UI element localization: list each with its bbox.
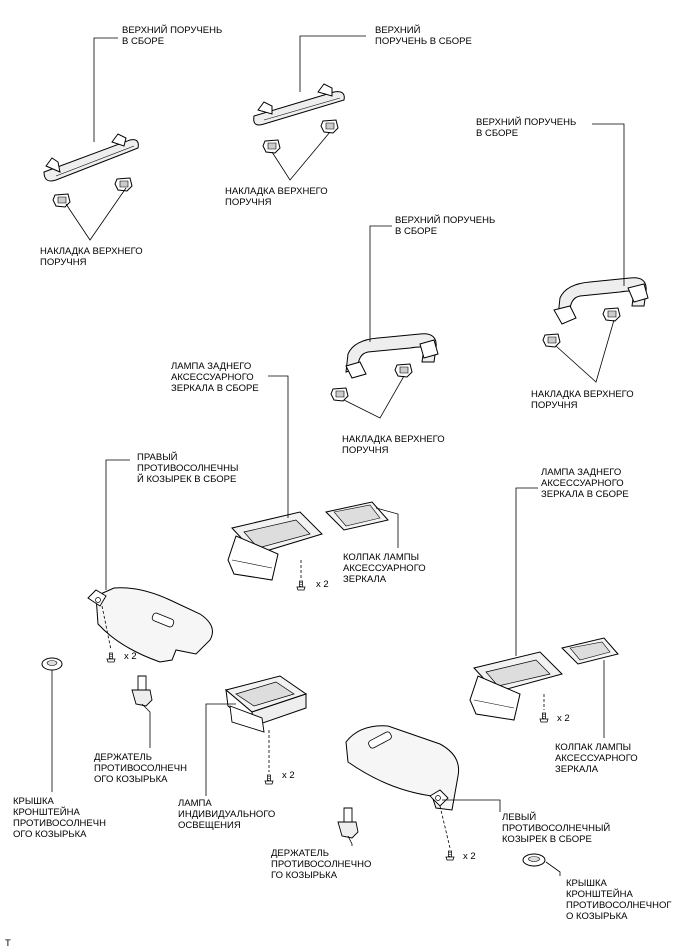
- sun-visor-right: [88, 588, 212, 662]
- label-bracket-cover-right: КРЫШКА КРОНШТЕЙНА ПРОТИВОСОЛНЕЧНОГ О КОЗ…: [566, 878, 672, 922]
- handle-cover-tl-1: [52, 193, 71, 208]
- grab-handle-top-center: [254, 84, 345, 125]
- label-personal-lamp: ЛАМПА ИНДИВИДУАЛЬНОГО ОСВЕЩЕНИЯ: [178, 798, 276, 831]
- grab-handle-top-left: [44, 134, 138, 181]
- label-visor-left: ЛЕВЫЙ ПРОТИВОСОЛНЕЧНЫЙ КОЗЫРЕК В СБОРЕ: [502, 812, 611, 845]
- handle-cover-r-1: [542, 333, 561, 348]
- leaders-mirror-c: [268, 375, 399, 578]
- label-mirror-lamp-c: ЛАМПА ЗАДНЕГО АКСЕССУАРНОГО ЗЕРКАЛА В СБ…: [171, 361, 259, 394]
- label-handle-r: ВЕРХНИЙ ПОРУЧЕНЬ В СБОРЕ: [476, 117, 577, 139]
- label-corner: T: [5, 938, 11, 949]
- leaders-visor-r: [51, 459, 151, 792]
- mirror-lamp-right: [470, 652, 562, 720]
- leaders-r: [555, 123, 625, 383]
- handle-cover-tc-2: [320, 119, 339, 134]
- label-holder-left: ДЕРЖАТЕЛЬ ПРОТИВОСОЛНЕЧН ОГО КОЗЫРЬКА: [94, 752, 187, 785]
- qty-screws-personal-lamp: x 2: [282, 770, 295, 781]
- qty-screws-visor-l: x 2: [463, 851, 476, 862]
- grab-handle-right: [554, 278, 648, 324]
- visor-holder-left-part: [132, 676, 152, 706]
- leaders-mirror-r: [515, 487, 605, 738]
- leaders-c: [343, 225, 405, 419]
- leaders-tc: [271, 35, 366, 181]
- label-handle-tc: ВЕРХНИЙ ПОРУЧЕНЬ В СБОРЕ: [375, 25, 472, 47]
- bracket-cover-left-part: [42, 658, 62, 670]
- label-lamp-cap-c: КОЛПАК ЛАМПЫ АКСЕССУАРНОГО ЗЕРКАЛА: [343, 552, 426, 585]
- screw-mirror-right: [539, 712, 549, 723]
- label-visor-right: ПРАВЫЙ ПРОТИВОСОЛНЕЧНЫ Й КОЗЫРЕК В СБОРЕ: [137, 452, 239, 485]
- label-cover-tl: НАКЛАДКА ВЕРХНЕГО ПОРУЧНЯ: [40, 246, 143, 268]
- sun-visor-left: [346, 726, 459, 810]
- qty-screws-visor-r: x 2: [124, 651, 137, 662]
- mirror-lamp-cap-right: [562, 638, 618, 664]
- label-bracket-cover-left: КРЫШКА КРОНШТЕЙНА ПРОТИВОСОЛНЕЧН ОГО КОЗ…: [13, 796, 106, 840]
- handle-cover-tc-1: [262, 139, 281, 154]
- screw-visor-left: [445, 850, 455, 861]
- leaders-visor-l: [347, 799, 561, 876]
- handle-cover-c-2: [394, 363, 413, 378]
- label-cover-c: НАКЛАДКА ВЕРХНЕГО ПОРУЧНЯ: [342, 434, 445, 456]
- handle-cover-r-2: [602, 307, 621, 322]
- mirror-lamp-cap-center: [326, 502, 388, 530]
- qty-screws-mirror-c: x 2: [316, 579, 329, 590]
- qty-screws-mirror-r: x 2: [557, 713, 570, 724]
- screw-mirror-center: [296, 580, 306, 591]
- visor-holder-bottom-part: [338, 808, 358, 838]
- mirror-lamp-center: [228, 512, 322, 580]
- label-cover-tc: НАКЛАДКА ВЕРХНЕГО ПОРУЧНЯ: [225, 186, 328, 208]
- screw-visor-right: [106, 652, 116, 663]
- label-cover-r: НАКЛАДКА ВЕРХНЕГО ПОРУЧНЯ: [531, 389, 634, 411]
- leaders-tl: [65, 37, 127, 241]
- bracket-cover-right-part: [523, 854, 545, 866]
- label-handle-c: ВЕРХНИЙ ПОРУЧЕНЬ В СБОРЕ: [395, 215, 496, 237]
- label-mirror-lamp-r: ЛАМПА ЗАДНЕГО АКСЕССУАРНОГО ЗЕРКАЛА В СБ…: [541, 467, 629, 500]
- handle-cover-tl-2: [114, 177, 133, 192]
- leaders-personal-lamp: [205, 703, 270, 796]
- personal-lamp: [226, 676, 306, 732]
- label-lamp-cap-r: КОЛПАК ЛАМПЫ АКСЕССУАРНОГО ЗЕРКАЛА: [555, 742, 638, 775]
- label-handle-tl: ВЕРХНИЙ ПОРУЧЕНЬ В СБОРЕ: [122, 25, 223, 47]
- screw-personal-lamp: [264, 774, 274, 785]
- handle-cover-c-1: [330, 387, 349, 402]
- label-holder-bottom: ДЕРЖАТЕЛЬ ПРОТИВОСОЛНЕЧНО ГО КОЗЫРЬКА: [271, 848, 372, 881]
- grab-handle-center: [346, 334, 438, 378]
